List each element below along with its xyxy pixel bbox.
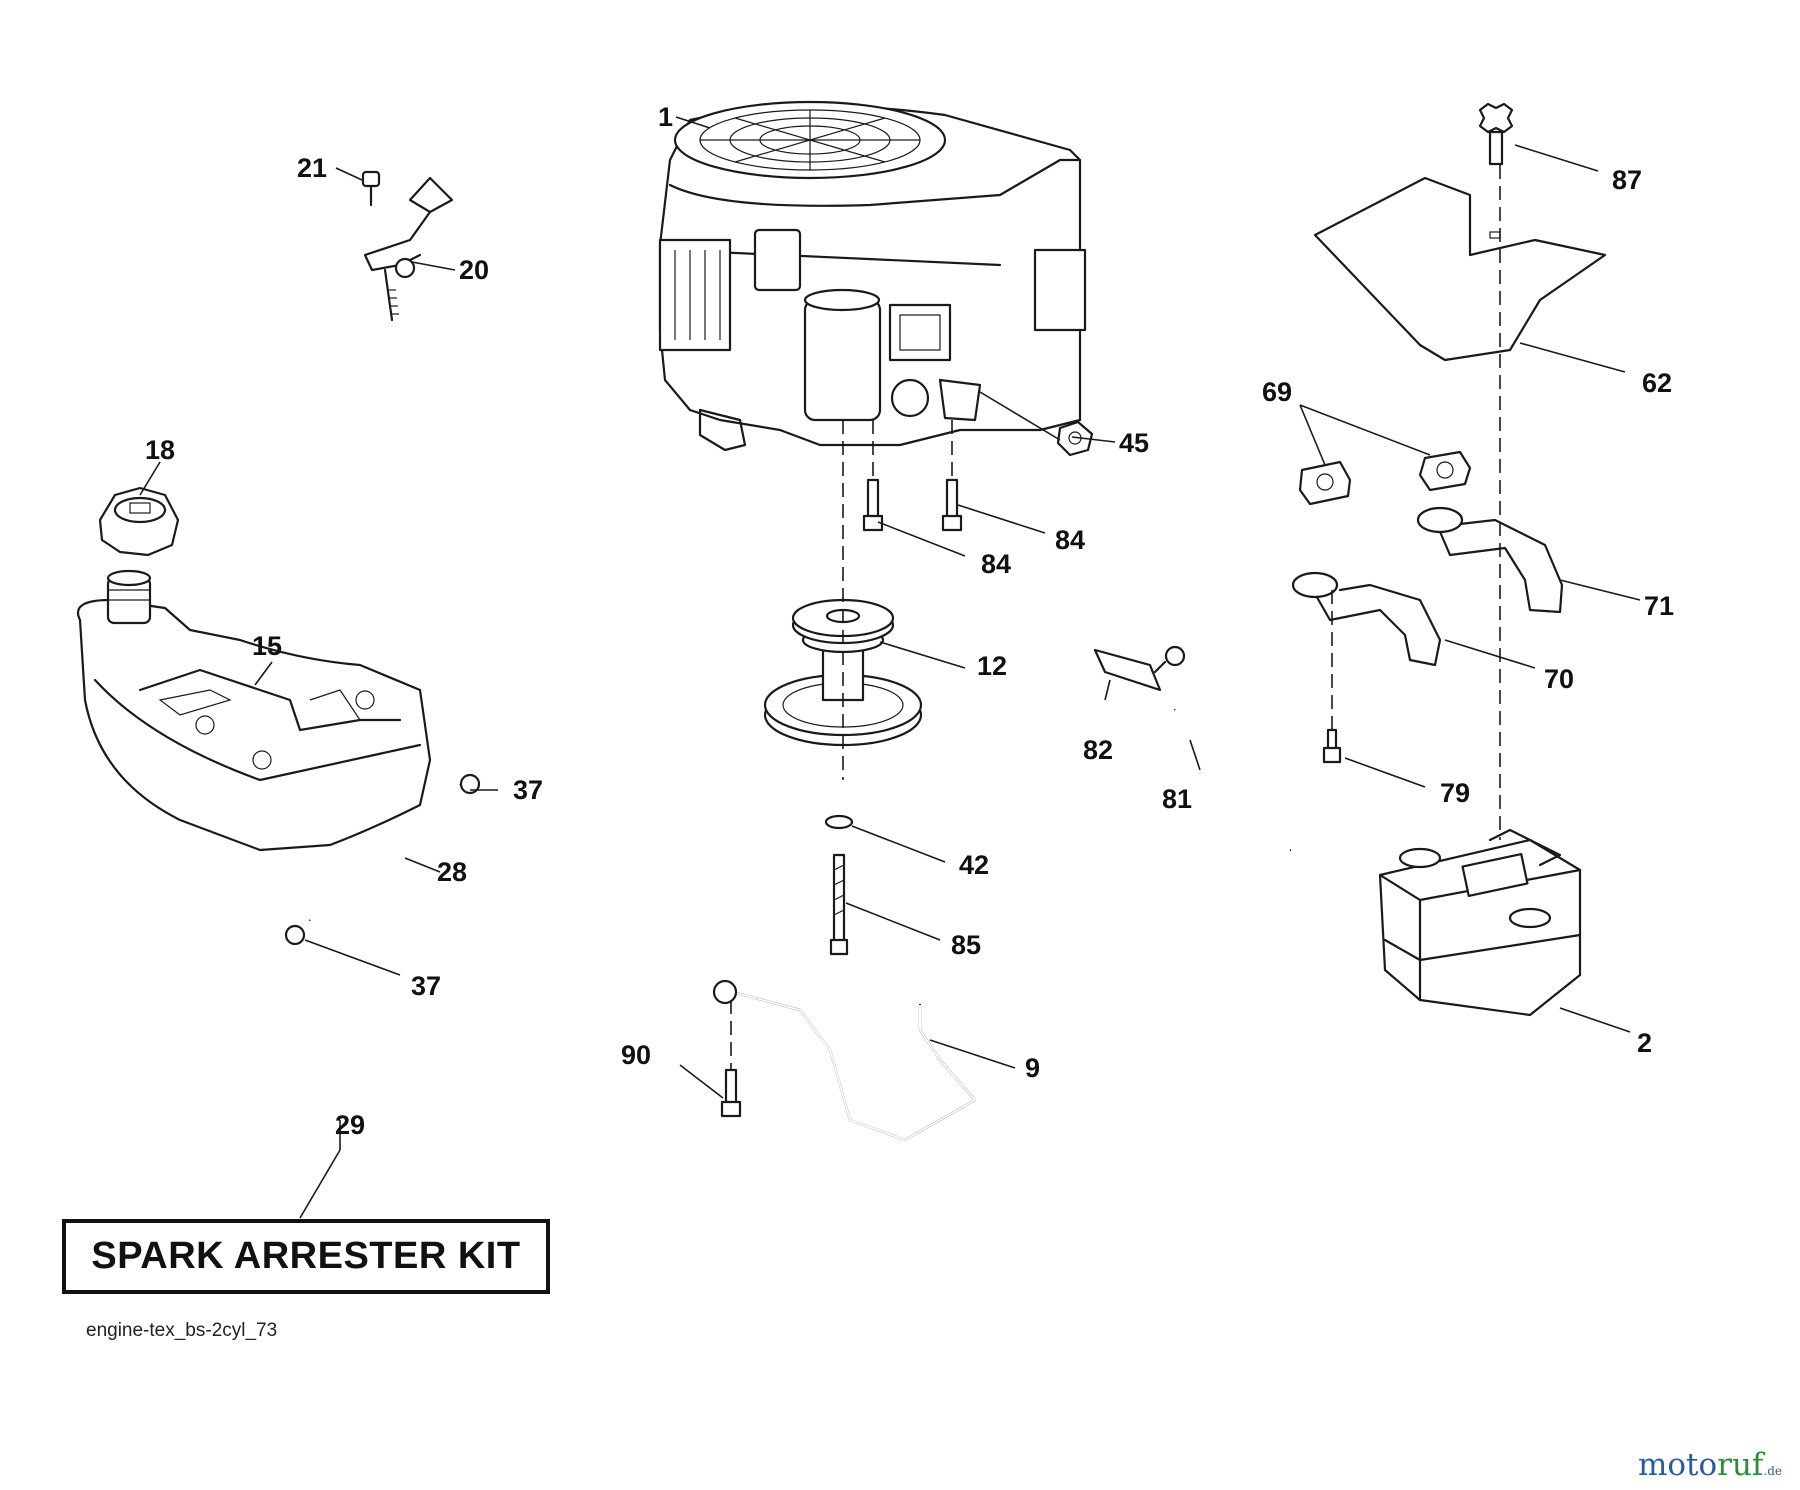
callout-79: 79 (1440, 778, 1470, 808)
bracket-drawing (712, 979, 977, 1142)
diagram-file-id: engine-tex_bs-2cyl_73 (86, 1320, 278, 1341)
engine-drawing (658, 100, 1087, 452)
fuel-cap-drawing (98, 486, 180, 557)
callout-29: 29 (335, 1110, 365, 1140)
callout-82: 82 (1083, 735, 1113, 765)
callout-2: 2 (1637, 1028, 1652, 1058)
callout-21: 21 (297, 153, 327, 183)
callout-71: 71 (1644, 591, 1674, 621)
muffler-drawing (1378, 828, 1582, 1017)
callout-70: 70 (1544, 664, 1574, 694)
callout-37-upper: 37 (513, 775, 543, 805)
callout-labels: 1 2 9 12 15 18 20 21 28 29 37 37 42 45 6… (145, 102, 1674, 1140)
callout-62: 62 (1642, 368, 1672, 398)
bolts-84-drawing (862, 478, 963, 532)
callout-84-right: 84 (1055, 525, 1085, 555)
callout-37-lower: 37 (411, 971, 441, 1001)
callout-18: 18 (145, 435, 175, 465)
heat-shield-drawing (1313, 102, 1607, 362)
callout-42: 42 (959, 850, 989, 880)
callout-81: 81 (1162, 784, 1192, 814)
screw-79-drawing (1322, 728, 1342, 764)
brand-watermark: motoruf.de (1638, 1447, 1782, 1483)
fuel-tank-drawing (77, 569, 432, 852)
callout-87: 87 (1612, 165, 1642, 195)
callout-20: 20 (459, 255, 489, 285)
callout-12: 12 (977, 651, 1007, 681)
callout-45: 45 (1119, 428, 1149, 458)
throttle-control-drawing (361, 170, 454, 322)
callout-1: 1 (658, 102, 673, 132)
bolt-85-drawing (824, 814, 854, 956)
callout-28: 28 (437, 857, 467, 887)
brand-moto: moto (1637, 1447, 1718, 1483)
exhaust-pipes-drawing (1291, 450, 1564, 667)
brand-ruf: ruf (1717, 1447, 1764, 1483)
leader-lines (139, 116, 1641, 1219)
callout-90: 90 (621, 1040, 651, 1070)
callout-69: 69 (1262, 377, 1292, 407)
callout-84-left: 84 (981, 549, 1011, 579)
spark-arrester-kit-box: SPARK ARRESTER KIT (62, 1219, 550, 1294)
connector-hose-drawing (1093, 645, 1292, 853)
fuel-line-drawing (284, 773, 481, 946)
brand-tld: .de (1763, 1464, 1782, 1478)
callout-15: 15 (252, 631, 282, 661)
callout-85: 85 (951, 930, 981, 960)
callout-9: 9 (1025, 1053, 1040, 1083)
spark-arrester-kit-label: SPARK ARRESTER KIT (91, 1235, 521, 1277)
